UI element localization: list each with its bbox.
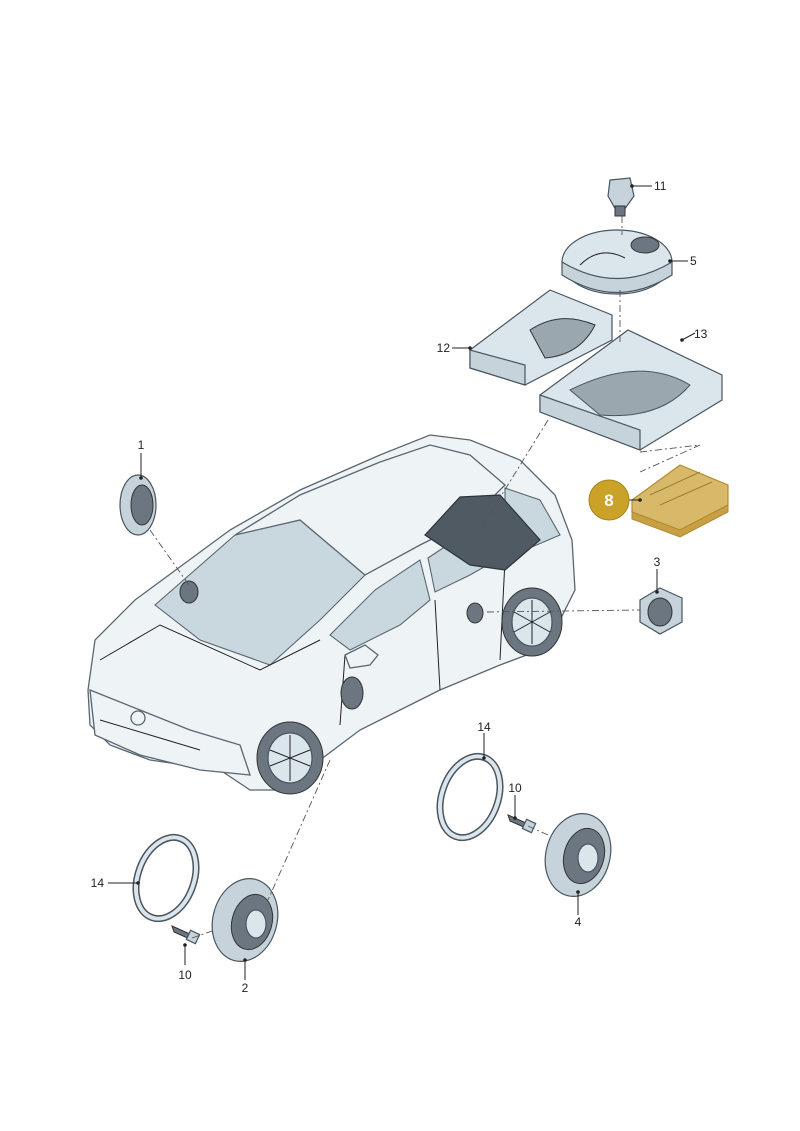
part-3-speaker	[639, 587, 683, 635]
part-11-bolt	[607, 177, 635, 217]
callout-11: 11	[654, 179, 667, 193]
part-5-subwoofer	[561, 229, 673, 295]
part-1-tweeter	[119, 474, 157, 536]
part-12-foam-tray	[469, 289, 613, 386]
part-10-screw-right	[507, 814, 537, 834]
callout-12: 12	[437, 341, 451, 355]
part-13-foam-tray	[539, 329, 723, 451]
callout-14-left: 14	[91, 876, 105, 890]
callout-2: 2	[242, 981, 249, 995]
part-10-screw-left	[171, 925, 201, 945]
part-2-woofer	[211, 877, 279, 963]
callout-14-right: 14	[477, 720, 491, 734]
callout-5: 5	[690, 254, 697, 268]
assembly-lines	[149, 216, 701, 939]
part-4-woofer	[544, 812, 612, 898]
callout-13: 13	[694, 327, 708, 341]
part-14-ring-left	[132, 833, 200, 923]
callout-8: 8	[604, 491, 613, 510]
part-14-ring-right	[436, 752, 504, 842]
callout-1: 1	[138, 438, 145, 452]
callout-10-right: 10	[508, 781, 522, 795]
callout-4: 4	[575, 915, 582, 929]
leader-lines	[108, 184, 696, 980]
callout-10-left: 10	[178, 968, 192, 982]
callout-8-badge: 8	[588, 479, 630, 521]
callout-3: 3	[654, 555, 661, 569]
car-body	[87, 434, 576, 795]
part-8-amplifier	[631, 464, 729, 538]
callouts: 1 11 5 12 13 3 14 10 4 14 10 2	[91, 179, 708, 995]
